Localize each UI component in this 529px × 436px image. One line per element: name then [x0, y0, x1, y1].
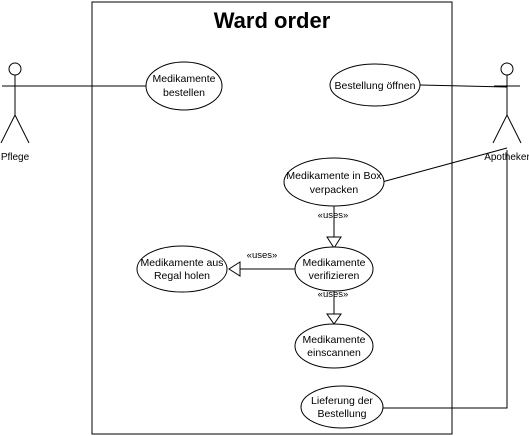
- actor-apotheker: Apotheker: [484, 62, 529, 163]
- use-case-medikamente-in-box-verpacken: Medikamente in Box verpacken: [283, 157, 385, 207]
- use-case-label-line1: Medikamente aus: [141, 257, 224, 269]
- use-case-ellipse: [294, 323, 374, 369]
- use-case-ellipse: [145, 61, 223, 111]
- actor-pflege-leg-left: [0, 114, 16, 144]
- uses-arrowhead-box-verify: [326, 236, 342, 249]
- use-case-ellipse: [294, 246, 374, 292]
- uses-label-verify-regal: «uses»: [247, 250, 278, 261]
- use-case-ellipse: [300, 385, 384, 429]
- uses-arrowhead-verify-regal: [228, 261, 241, 277]
- use-case-label-line2: Regal holen: [154, 270, 210, 282]
- use-case-ellipse: [136, 245, 228, 293]
- actor-apotheker-head: [500, 62, 514, 76]
- use-case-medikamente-bestellen: Medikamente bestellen: [145, 61, 223, 111]
- association-apotheker-lieferung: [383, 150, 508, 409]
- actor-pflege-head: [8, 62, 22, 76]
- actor-pflege-label: Pflege: [1, 152, 30, 163]
- actor-apotheker-leg-left: [492, 114, 508, 144]
- use-case-label-line1: Medikamente: [302, 257, 365, 269]
- actor-apotheker-leg-right: [506, 114, 522, 144]
- association-apotheker-oeffnen: [419, 84, 508, 88]
- use-case-label-line2: einscannen: [307, 347, 361, 359]
- use-case-bestellung-oeffnen: Bestellung öffnen: [329, 63, 421, 107]
- use-case-medikamente-einscannen: Medikamente einscannen: [294, 323, 374, 369]
- system-title: Ward order: [214, 8, 331, 33]
- use-case-medikamente-verifizieren: Medikamente verifizieren: [294, 246, 374, 292]
- use-case-label-line1: Medikamente: [152, 73, 215, 85]
- association-apotheker-box: [381, 147, 508, 183]
- uses-label-box-verify: «uses»: [318, 210, 349, 221]
- use-case-label-line1: Bestellung öffnen: [335, 80, 416, 92]
- actor-pflege: Pflege: [0, 62, 30, 163]
- use-case-label-line1: Medikamente: [302, 334, 365, 346]
- actor-pflege-leg-right: [14, 114, 30, 144]
- use-case-label-line1: Lieferung der: [311, 395, 373, 407]
- use-case-label-line2: verpacken: [310, 184, 359, 196]
- actor-apotheker-label: Apotheker: [484, 152, 529, 163]
- use-case-label-line1: Medikamente in Box: [286, 170, 382, 182]
- use-case-label-line2: bestellen: [163, 87, 205, 99]
- use-case-label-line2: Bestellung: [317, 408, 366, 420]
- use-case-ellipse: [329, 63, 421, 107]
- use-case-ellipse: [283, 157, 385, 207]
- use-case-lieferung-der-bestellung: Lieferung der Bestellung: [300, 385, 384, 429]
- use-case-medikamente-aus-regal-holen: Medikamente aus Regal holen: [136, 245, 228, 293]
- uses-label-verify-scan: «uses»: [318, 289, 349, 300]
- use-case-label-line2: verifizieren: [309, 270, 360, 282]
- uses-arrowhead-verify-scan: [326, 313, 342, 325]
